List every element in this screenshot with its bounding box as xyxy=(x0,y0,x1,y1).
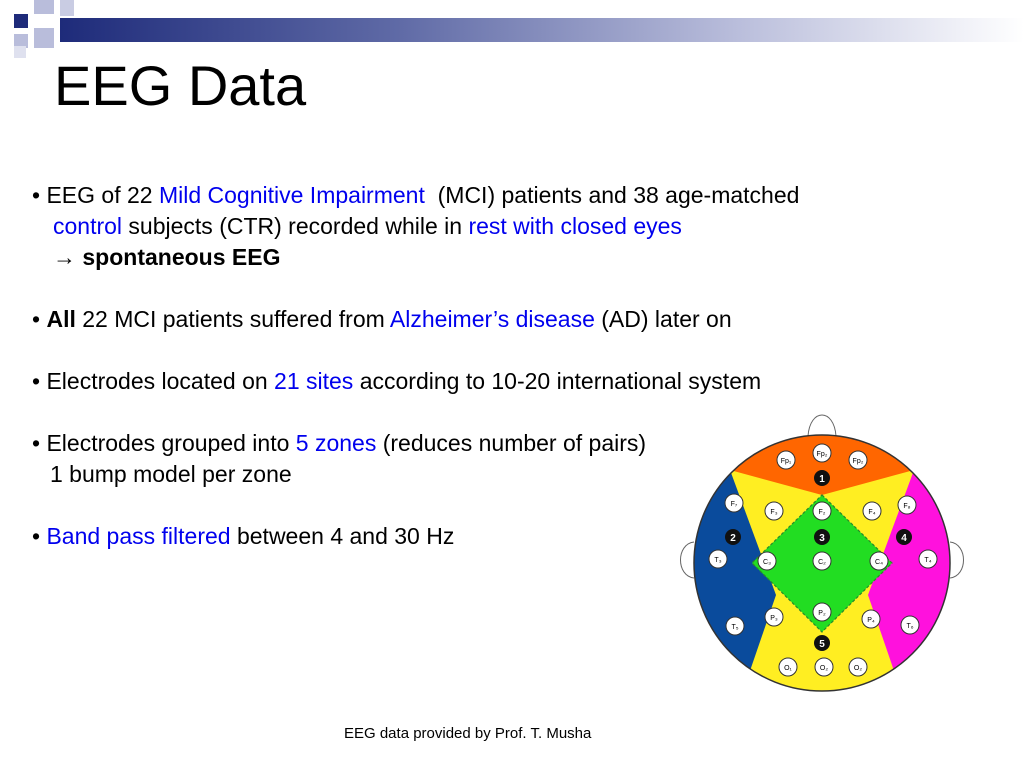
electrode-fz: F₂ xyxy=(812,501,832,521)
svg-text:T₄: T₄ xyxy=(924,557,931,564)
highlight-ad: Alzheimer’s disease xyxy=(389,306,595,332)
header-gradient-bar xyxy=(60,18,1024,42)
highlight-control: control xyxy=(53,213,123,239)
deco-square xyxy=(14,46,26,58)
svg-text:F₃: F₃ xyxy=(770,509,777,516)
svg-text:1: 1 xyxy=(819,474,825,485)
deco-square xyxy=(14,14,28,28)
svg-text:T₆: T₆ xyxy=(906,623,913,630)
highlight-rest: rest with closed eyes xyxy=(468,213,682,239)
svg-text:T₅: T₅ xyxy=(731,624,738,631)
svg-text:C₃: C₃ xyxy=(763,559,771,566)
electrode-fpz: Fp₂ xyxy=(812,443,832,463)
highlight-band-pass: Band pass filtered xyxy=(46,523,231,549)
bullet-eeg-subjects: • EEG of 22 Mild Cognitive Impairment (M… xyxy=(32,182,800,208)
svg-text:3: 3 xyxy=(819,533,825,544)
bullet-alzheimer: • All 22 MCI patients suffered from Alzh… xyxy=(32,306,732,332)
head-outline xyxy=(693,434,951,692)
svg-text:Fp₂: Fp₂ xyxy=(853,458,864,465)
eeg-head-diagram: 1 2 3 4 5 Fp₁ Fp₂ Fp₂ F₇ F₃ F₂ F₄ F₈ T₃ … xyxy=(680,414,964,692)
deco-square xyxy=(60,0,74,16)
svg-text:F₇: F₇ xyxy=(731,501,738,508)
svg-text:C₄: C₄ xyxy=(875,559,883,566)
electrode-o1: O₁ xyxy=(778,657,798,677)
svg-text:T₃: T₃ xyxy=(714,557,721,564)
electrode-f3: F₃ xyxy=(764,501,784,521)
bullet-electrode-zones: • Electrodes grouped into 5 zones (reduc… xyxy=(32,430,647,456)
electrode-t4: T₄ xyxy=(918,549,938,569)
svg-text:Fp₁: Fp₁ xyxy=(781,458,792,465)
electrode-pz: P₂ xyxy=(812,602,832,622)
electrode-o2: O₂ xyxy=(848,657,868,677)
arrow-glyph: → xyxy=(53,244,76,270)
electrode-p4: P₄ xyxy=(861,609,881,629)
highlight-sites: 21 sites xyxy=(274,368,354,394)
deco-square xyxy=(34,28,54,48)
nose xyxy=(807,414,837,437)
svg-text:Fp₂: Fp₂ xyxy=(817,451,828,458)
svg-text:5: 5 xyxy=(819,639,825,650)
svg-text:P₄: P₄ xyxy=(867,617,875,624)
zone-number-1: 1 xyxy=(814,470,830,486)
svg-text:O₂: O₂ xyxy=(854,665,862,672)
highlight-mci: Mild Cognitive Impairment xyxy=(158,182,425,208)
bullet-electrode-sites: • Electrodes located on 21 sites accordi… xyxy=(32,368,762,394)
svg-text:2: 2 xyxy=(730,533,736,544)
zone-number-5: 5 xyxy=(814,635,830,651)
zone-number-2: 2 xyxy=(725,529,741,545)
right-ear xyxy=(949,541,964,579)
electrode-t3: T₃ xyxy=(708,549,728,569)
zone-number-3: 3 xyxy=(814,529,830,545)
electrode-c3: C₃ xyxy=(757,551,777,571)
svg-text:4: 4 xyxy=(901,533,907,544)
electrode-f4: F₄ xyxy=(862,501,882,521)
svg-text:F₂: F₂ xyxy=(819,509,826,516)
svg-text:O₁: O₁ xyxy=(784,665,792,672)
electrode-oz: O₂ xyxy=(814,657,834,677)
electrode-fp1: Fp₁ xyxy=(776,450,796,470)
svg-text:F₈: F₈ xyxy=(903,503,910,510)
electrode-cz: C₂ xyxy=(812,551,832,571)
electrode-f8: F₈ xyxy=(897,495,917,515)
bullet-list: • EEG of 22 Mild Cognitive Impairment (M… xyxy=(32,180,932,552)
svg-text:F₄: F₄ xyxy=(868,509,875,516)
deco-square xyxy=(14,34,28,48)
electrode-p3: P₃ xyxy=(764,607,784,627)
svg-text:C₂: C₂ xyxy=(818,559,826,566)
deco-square xyxy=(34,0,54,14)
svg-text:P₃: P₃ xyxy=(770,615,778,622)
svg-text:P₂: P₂ xyxy=(818,610,826,617)
slide-title: EEG Data xyxy=(54,54,307,117)
svg-text:O₂: O₂ xyxy=(820,665,828,672)
highlight-zones: 5 zones xyxy=(295,430,377,456)
electrode-f7: F₇ xyxy=(724,493,744,513)
electrode-fp2: Fp₂ xyxy=(848,450,868,470)
electrode-t5: T₅ xyxy=(725,616,745,636)
zone-number-4: 4 xyxy=(896,529,912,545)
electrode-t6: T₆ xyxy=(900,615,920,635)
electrode-c4: C₄ xyxy=(869,551,889,571)
bullet-band-pass: • Band pass filtered between 4 and 30 Hz xyxy=(32,523,455,549)
footer-credit: EEG data provided by Prof. T. Musha xyxy=(344,725,592,742)
spontaneous-eeg-label: spontaneous EEG xyxy=(82,244,281,270)
left-ear xyxy=(680,541,695,579)
